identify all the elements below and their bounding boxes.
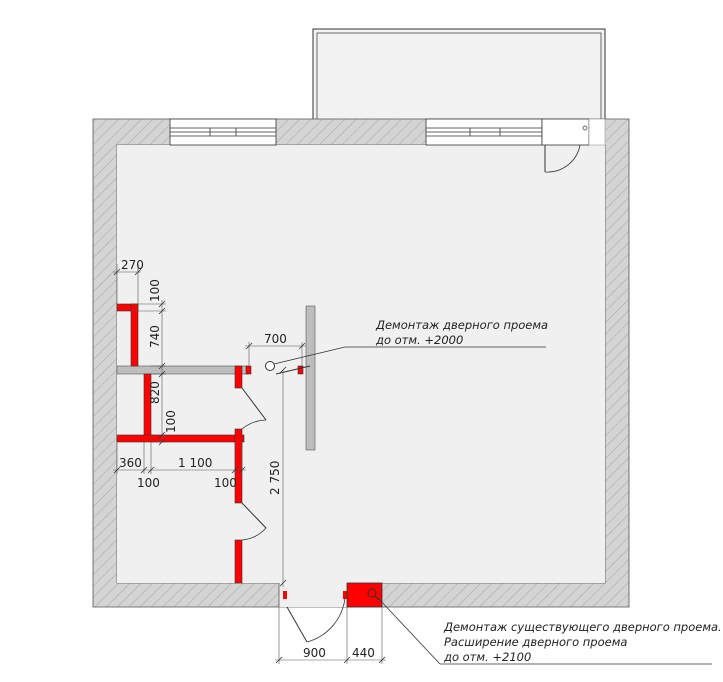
dim-740: 740 bbox=[148, 325, 162, 348]
balcony bbox=[312, 28, 606, 123]
dim-100-left: 100 bbox=[137, 476, 160, 490]
door-swings bbox=[241, 365, 311, 541]
note-door-widen-line1: Демонтаж существующего дверного проема. bbox=[443, 620, 722, 634]
dim-100-top: 100 bbox=[148, 279, 162, 302]
note-door-widen-line3: до отм. +2100 bbox=[443, 650, 531, 664]
dim-820: 820 bbox=[148, 381, 162, 404]
dim-270: 270 bbox=[121, 258, 144, 272]
dimension-lines bbox=[113, 264, 386, 664]
dim-100-right: 100 bbox=[214, 476, 237, 490]
dim-2750: 2 750 bbox=[268, 461, 282, 495]
dim-1100: 1 100 bbox=[178, 456, 212, 470]
window-right bbox=[425, 118, 543, 146]
note-door-demolish-line1: Демонтаж дверного проема bbox=[375, 318, 548, 332]
note-door-demolish-line2: до отм. +2000 bbox=[375, 333, 463, 347]
note-door-widen-line2: Расширение дверного проема bbox=[444, 635, 627, 649]
dim-700: 700 bbox=[264, 332, 287, 346]
window-left bbox=[169, 118, 277, 146]
entrance-door bbox=[278, 583, 347, 643]
dim-900: 900 bbox=[303, 646, 326, 660]
leader-door-widen bbox=[377, 597, 712, 665]
balcony-door bbox=[541, 118, 606, 173]
dim-440: 440 bbox=[352, 646, 375, 660]
widened-door-opening bbox=[346, 582, 383, 608]
dim-100-mid: 100 bbox=[164, 410, 178, 433]
room-floor bbox=[117, 145, 605, 583]
leader-door-demolish bbox=[265, 346, 546, 371]
new-walls bbox=[116, 303, 304, 584]
dim-360: 360 bbox=[119, 456, 142, 470]
existing-partitions bbox=[116, 305, 316, 451]
